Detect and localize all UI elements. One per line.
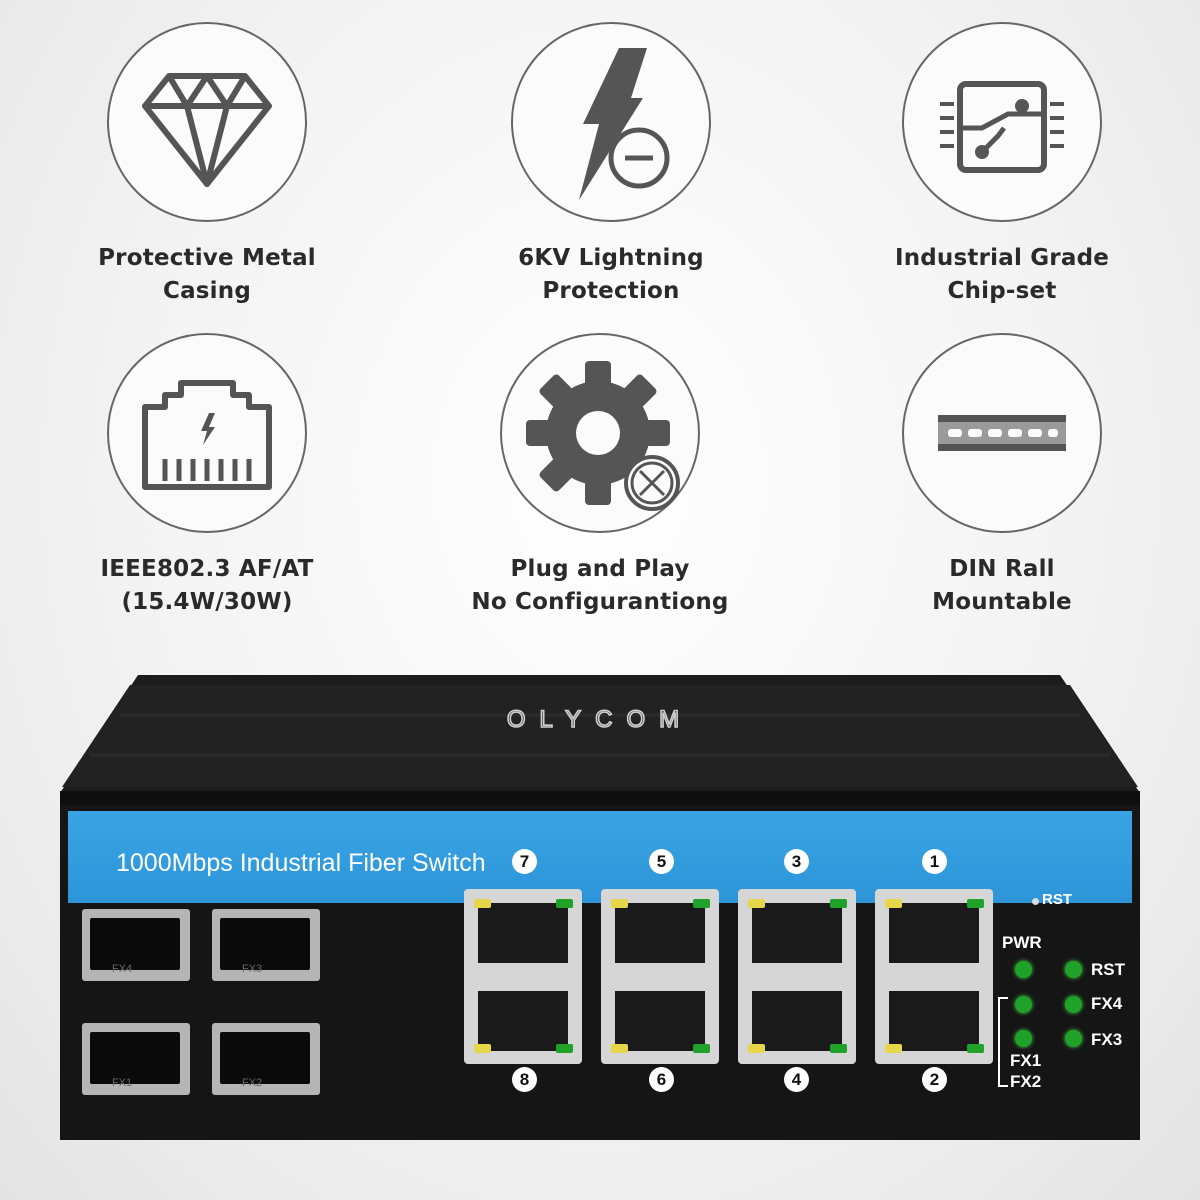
feature-label-line2: Chip-set [947,278,1057,304]
feature-plug-and-play: Plug and Play No Configurantiong [450,333,750,619]
feature-poe-standard: IEEE802.3 AF/AT (15.4W/30W) [57,333,357,619]
port-number-8: 8 [512,1067,537,1092]
feature-circle [107,22,307,222]
lightning-icon [579,48,670,200]
led-fx4 [1065,996,1082,1013]
rj45-port-block[interactable] [601,889,719,1064]
feature-label-line1: DIN Rall [949,556,1055,582]
sfp-port[interactable]: FX1 [82,1023,190,1095]
feature-label-line1: Industrial Grade [894,245,1110,271]
device-brand: OLYCOM [507,706,693,733]
port-number-2: 2 [922,1067,947,1092]
device-top-face: OLYCOM [60,675,1140,805]
device-title-band: 1000Mbps Industrial Fiber Switch [68,811,1132,903]
feature-protective-metal: Protective Metal Casing [57,22,357,308]
feature-circle [511,22,711,222]
led-rst [1065,961,1082,978]
rst-button-label: RST [1042,891,1072,908]
feature-circle [902,333,1102,533]
diamond-icon [142,73,272,187]
sfp-port[interactable]: FX2 [212,1023,320,1095]
led-pwr [1015,961,1032,978]
led-label-fx2: FX2 [1010,1072,1042,1091]
feature-label-line2: Mountable [932,589,1072,615]
sfp-label: FX4 [112,963,133,975]
port-number-3: 3 [784,849,809,874]
feature-circle [500,333,700,533]
feature-din-rail: DIN Rall Mountable [852,333,1152,619]
led-label-rst: RST [1091,960,1125,979]
din-rail-icon [938,415,1066,451]
feature-lightning-protection: 6KV Lightning Protection [461,22,761,308]
sfp-label: FX3 [242,963,263,975]
port-number-7: 7 [512,849,537,874]
device-band-title: 1000Mbps Industrial Fiber Switch [116,849,486,877]
feature-circle [902,22,1102,222]
sfp-port[interactable]: FX4 [82,909,190,981]
port-number-6: 6 [649,1067,674,1092]
feature-label-line1: Protective Metal [98,245,316,271]
rj45-port-block[interactable] [738,889,856,1064]
ethernet-port-icon [142,380,272,490]
fiber-switch-device: OLYCOM 1000Mbps Industrial Fiber Switch … [60,675,1140,1140]
device-front-panel: 1000Mbps Industrial Fiber Switch FX4 FX3… [60,805,1140,1140]
feature-label-line1: Plug and Play [510,556,690,582]
led-label-fx1: FX1 [1010,1051,1042,1070]
rj45-port-block[interactable] [875,889,993,1064]
rj45-port-block[interactable] [464,889,582,1064]
feature-industrial-chipset: Industrial Grade Chip-set [852,22,1152,308]
feature-label-line1: 6KV Lightning [518,245,704,271]
led-label-pwr: PWR [1002,933,1042,952]
feature-circle [107,333,307,533]
feature-label-line2: No Configurantiong [471,589,729,615]
gear-icon [526,361,680,511]
led-bracket [998,997,1008,1087]
led-fx2 [1015,1030,1032,1047]
feature-label-line2: Protection [542,278,680,304]
port-number-5: 5 [649,849,674,874]
port-number-1: 1 [922,849,947,874]
led-label-fx3: FX3 [1091,1030,1123,1049]
led-fx1 [1015,996,1032,1013]
feature-label-line1: IEEE802.3 AF/AT [100,556,314,582]
sfp-label: FX2 [242,1077,263,1089]
rst-button[interactable] [1032,898,1039,905]
chip-icon [940,81,1064,173]
port-number-4: 4 [784,1067,809,1092]
led-fx3 [1065,1030,1082,1047]
feature-label-line2: Casing [162,278,251,304]
sfp-label: FX1 [112,1077,133,1089]
led-label-fx4: FX4 [1091,994,1123,1013]
sfp-port[interactable]: FX3 [212,909,320,981]
feature-label-line2: (15.4W/30W) [121,589,293,615]
